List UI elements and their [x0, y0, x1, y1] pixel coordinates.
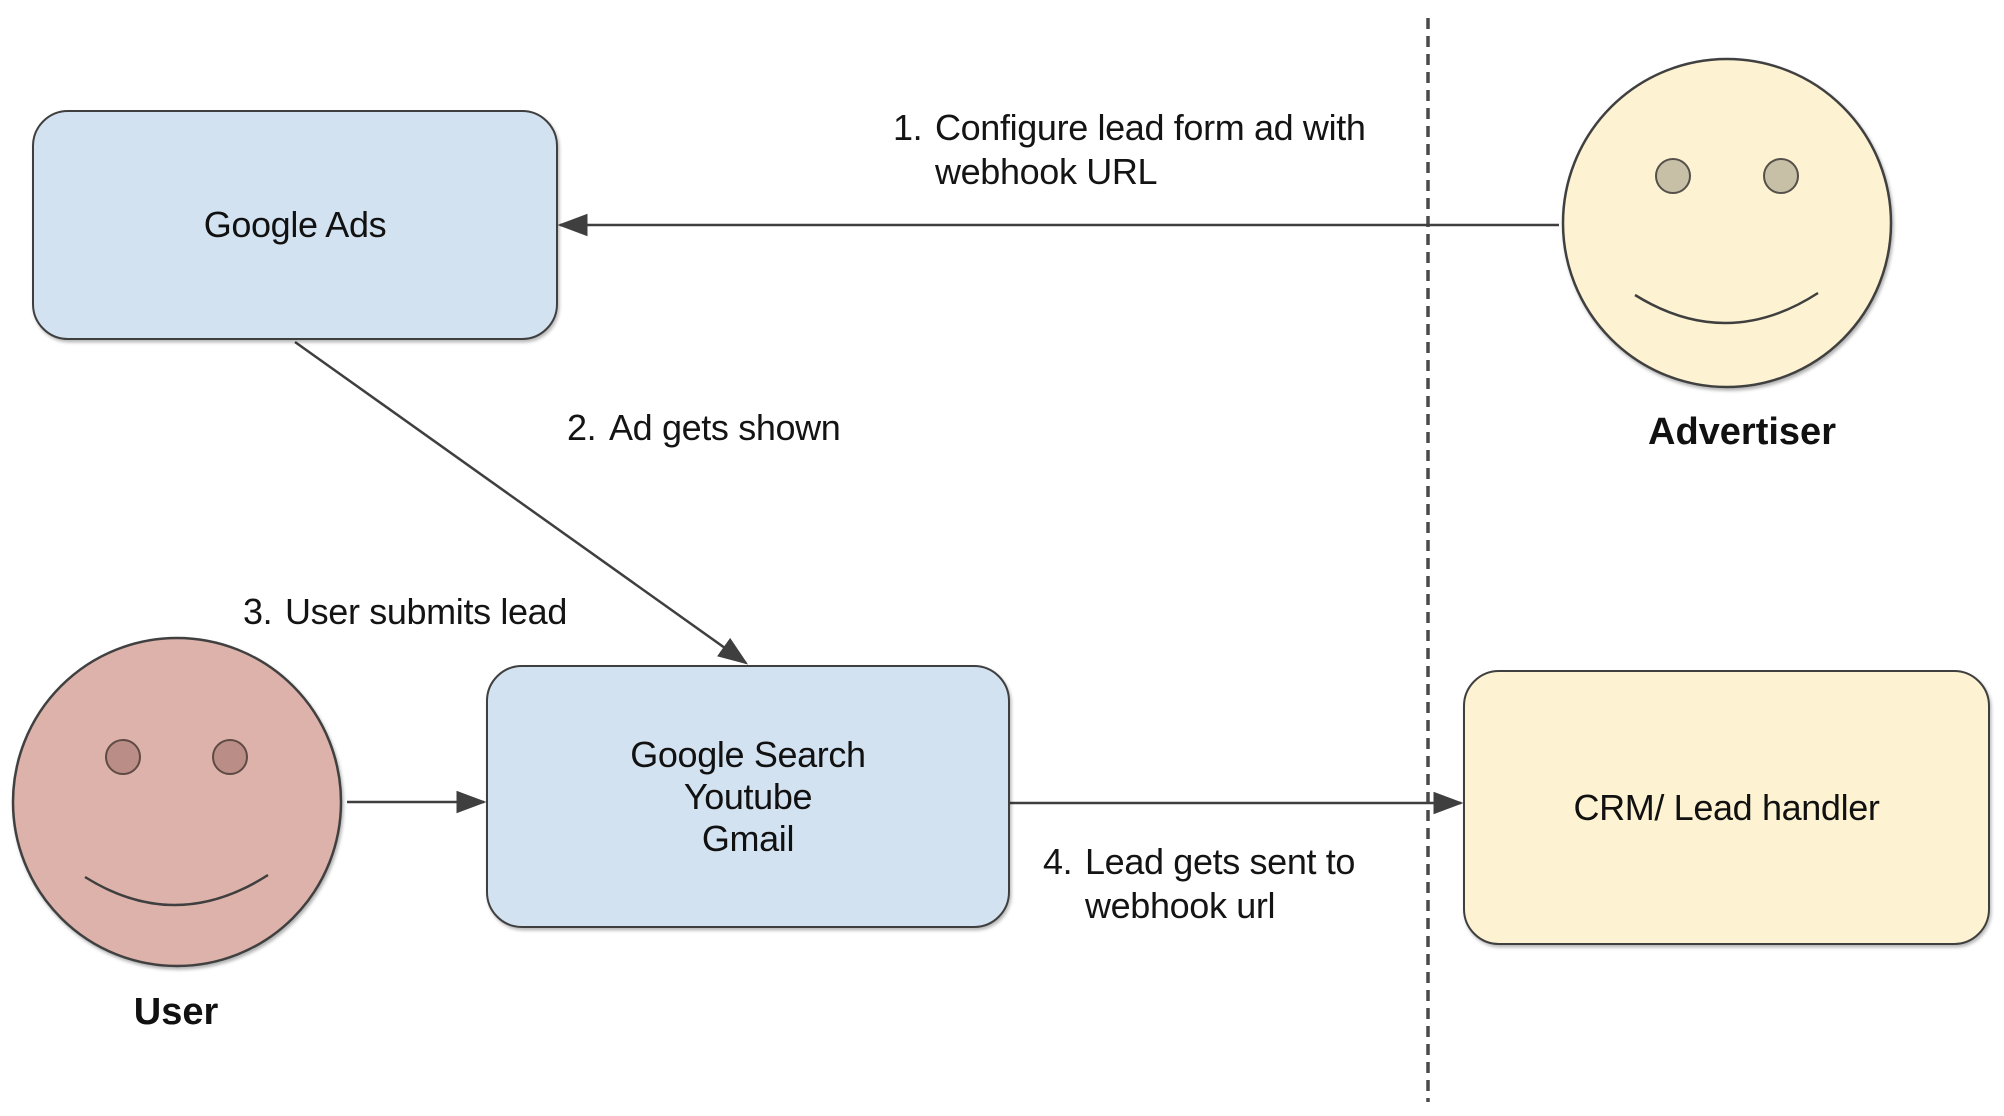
node-crm-label: CRM/ Lead handler — [1573, 786, 1880, 828]
user-label: User — [133, 991, 219, 1033]
node-google-properties-line1: Google Search — [630, 733, 866, 775]
step-1-text-line2: webhook URL — [935, 151, 1158, 192]
advertiser-right-eye — [1763, 158, 1799, 194]
advertiser-smile — [1634, 291, 1819, 325]
step-2-annotation: 2. Ad gets shown — [567, 406, 841, 450]
step-2-number: 2. — [567, 407, 597, 448]
step-4-text-line1: Lead gets sent to — [1085, 841, 1356, 882]
step-3-annotation: 3. User submits lead — [243, 590, 567, 634]
advertiser-left-eye — [1655, 158, 1691, 194]
step-4-annotation: 4. Lead gets sent to webhook url — [1043, 840, 1355, 928]
node-google-properties-line2: Youtube — [683, 775, 813, 817]
node-google-ads-label: Google Ads — [203, 204, 387, 245]
step-4-text-line2: webhook url — [1085, 885, 1276, 926]
user-right-eye — [212, 739, 248, 775]
user-smile — [84, 873, 269, 907]
user-left-eye — [105, 739, 141, 775]
step-1-text-line1: Configure lead form ad with — [935, 107, 1366, 148]
advertiser-face-icon — [1561, 57, 1893, 389]
node-google-properties: Google Search Youtube Gmail — [486, 665, 1010, 928]
node-google-properties-line3: Gmail — [701, 817, 795, 859]
step-2-text-line1: Ad gets shown — [609, 407, 841, 448]
step-3-text-line1: User submits lead — [285, 591, 567, 632]
user-head — [11, 636, 343, 968]
step-3-number: 3. — [243, 591, 273, 632]
step-1-number: 1. — [893, 107, 923, 148]
node-google-ads: Google Ads — [32, 110, 558, 340]
arrow-ad-gets-shown — [294, 340, 749, 665]
step-1-annotation: 1. Configure lead form ad with webhook U… — [893, 106, 1366, 194]
advertiser-label: Advertiser — [1648, 411, 1836, 453]
step-4-number: 4. — [1043, 841, 1073, 882]
node-crm-lead-handler: CRM/ Lead handler — [1463, 670, 1990, 945]
advertiser-head — [1561, 57, 1893, 389]
user-face-icon — [11, 636, 343, 968]
